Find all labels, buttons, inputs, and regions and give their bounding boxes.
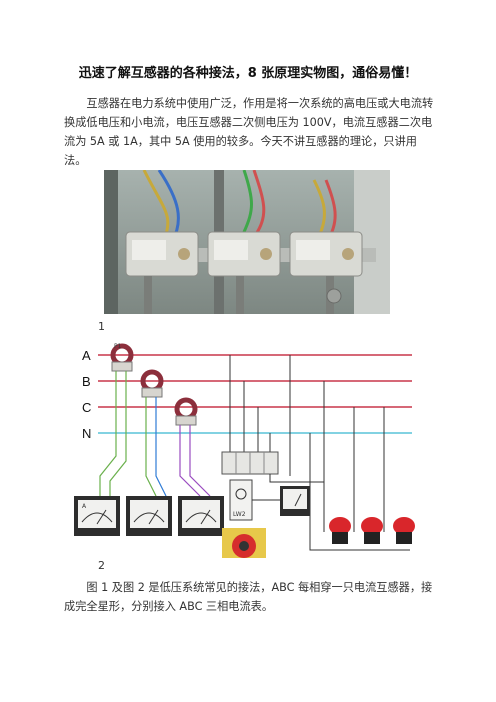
intro-paragraph: 互感器在电力系统中使用广泛，作用是将一次系统的高电压或大电流转换成低电压和小电流… — [64, 97, 434, 167]
ct-unit-b — [207, 231, 281, 277]
indicator-lamp-a — [329, 517, 351, 544]
ct-ring-a: P1 — [110, 343, 134, 372]
ct-a-label: P1 — [114, 343, 122, 350]
phase-b-label: B — [82, 374, 91, 389]
figure1-label: 1 — [98, 320, 105, 333]
voltage-selector-switch: LW2 — [229, 479, 253, 521]
indicator-lamp-c — [393, 517, 415, 544]
wiring-diagram: A B C N P1 — [70, 336, 430, 558]
wiring-diagram-svg: A B C N P1 — [74, 343, 415, 558]
selector-knob — [222, 528, 266, 558]
ammeter-a: A — [74, 496, 120, 536]
ammeter-a-label: A — [82, 503, 87, 510]
terminal-block — [221, 451, 279, 475]
ct-ring-c — [174, 397, 198, 426]
ct-unit-c — [289, 231, 363, 277]
voltmeter — [280, 486, 310, 516]
phase-a-label: A — [82, 348, 91, 363]
figure2-label: 2 — [98, 559, 105, 572]
ct-unit-a — [125, 231, 199, 277]
explanation-paragraph: 图 1 及图 2 是低压系统常见的接法，ABC 每相穿一只电流互感器，接成完全星… — [64, 581, 433, 613]
indicator-lamp-b — [361, 517, 383, 544]
ammeter-c — [178, 496, 224, 536]
ct-photo-illustration — [104, 170, 390, 314]
ct-ring-b — [140, 369, 164, 398]
ct-photo — [104, 170, 390, 314]
ammeter-b — [126, 496, 172, 536]
switch-label: LW2 — [233, 511, 246, 518]
article-title: 迅速了解互感器的各种接法，8 张原理实物图，通俗易懂！ — [78, 66, 418, 81]
neutral-label: N — [82, 426, 91, 441]
phase-c-label: C — [82, 400, 91, 415]
